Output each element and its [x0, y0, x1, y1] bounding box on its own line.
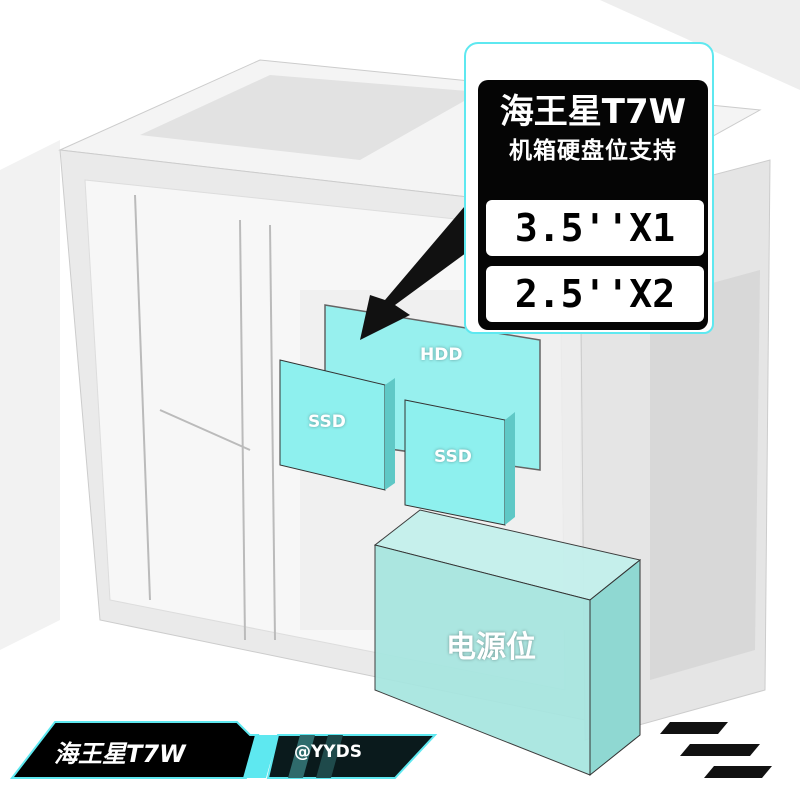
hdd-label: HDD	[420, 345, 463, 365]
spec-3-5-inch: 3.5''X1	[486, 200, 704, 256]
drive-support-callout: 海王星T7W 机箱硬盘位支持 3.5''X1 2.5''X2	[464, 42, 714, 334]
callout-subtitle: 机箱硬盘位支持	[509, 138, 677, 164]
callout-title: 海王星T7W	[499, 92, 687, 132]
ssd-left-label: SSD	[308, 412, 346, 432]
psu-label: 电源位	[446, 630, 536, 665]
ssd-right-label: SSD	[434, 447, 472, 467]
badge-author: @YYDS	[294, 742, 362, 762]
badge-product-name: 海王星T7W	[54, 740, 186, 768]
callout-arrow	[360, 200, 470, 340]
brand-logo-mark	[660, 722, 772, 778]
spec-2-5-inch: 2.5''X2	[486, 266, 704, 322]
